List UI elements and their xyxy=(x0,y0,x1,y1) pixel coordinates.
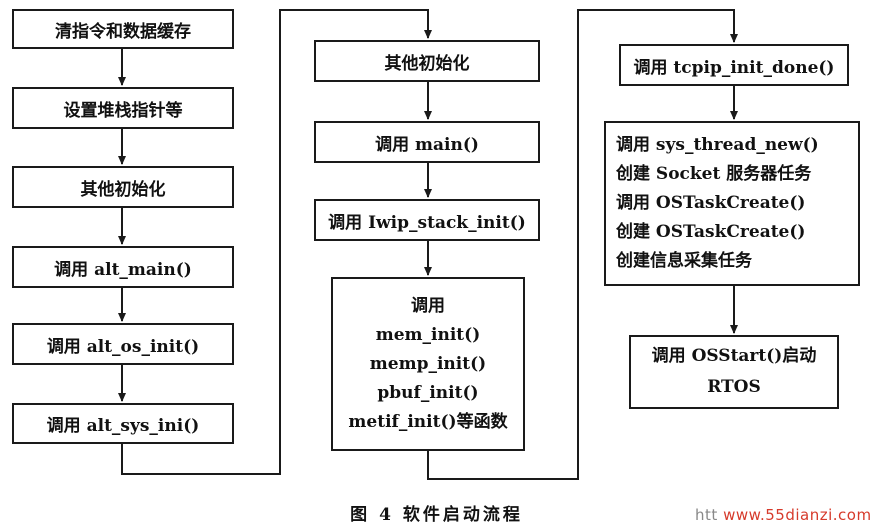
tasks-line-3: 调用 OSTaskCreate() xyxy=(616,193,806,213)
init-functions-line-1: 调用 xyxy=(411,295,445,316)
step-call-alt-sys-ini: 调用 alt_sys_ini() xyxy=(12,403,234,444)
watermark-prefix: htt xyxy=(695,506,718,524)
step-call-init-functions: 调用 mem_init() memp_init() pbuf_init() me… xyxy=(331,277,525,451)
start-rtos-line-2: RTOS xyxy=(707,377,761,397)
tasks-line-5: 创建信息采集任务 xyxy=(616,251,752,271)
step-clear-cache-label: 清指令和数据缓存 xyxy=(55,21,191,42)
step-other-init-1: 其他初始化 xyxy=(12,166,234,208)
tasks-line-4: 创建 OSTaskCreate() xyxy=(616,222,806,242)
step-call-lwip-stack-init-label: 调用 Iwip_stack_init() xyxy=(328,212,526,233)
step-create-tasks: 调用 sys_thread_new() 创建 Socket 服务器任务 调用 O… xyxy=(604,121,860,286)
step-call-main: 调用 main() xyxy=(314,121,540,163)
step-call-alt-os-init: 调用 alt_os_init() xyxy=(12,323,234,365)
step-call-tcpip-init-done-label: 调用 tcpip_init_done() xyxy=(633,57,835,78)
watermark-url: www.55dianzi.com xyxy=(723,506,872,524)
watermark: htt www.55dianzi.com xyxy=(695,506,872,524)
step-call-alt-sys-ini-label: 调用 alt_sys_ini() xyxy=(46,416,200,436)
connector-c1-to-c2 xyxy=(121,9,432,475)
init-functions-line-2: mem_init() xyxy=(375,324,481,345)
start-rtos-line-1: 调用 OSStart()启动 xyxy=(651,346,817,366)
step-call-main-label: 调用 main() xyxy=(375,134,479,155)
figure-caption: 图 4 软件启动流程 xyxy=(350,505,523,525)
step-call-tcpip-init-done: 调用 tcpip_init_done() xyxy=(619,44,849,86)
step-clear-cache: 清指令和数据缓存 xyxy=(12,9,234,49)
step-call-alt-main-label: 调用 alt_main() xyxy=(54,259,192,280)
init-functions-line-3: memp_init() xyxy=(369,353,487,374)
tasks-line-2: 创建 Socket 服务器任务 xyxy=(616,164,812,184)
step-call-lwip-stack-init: 调用 Iwip_stack_init() xyxy=(314,199,540,241)
init-functions-line-5: metif_init()等函数 xyxy=(348,411,508,432)
step-set-stack-pointer-label: 设置堆栈指针等 xyxy=(63,100,183,121)
init-functions-line-4: pbuf_init() xyxy=(377,382,479,403)
connector-c2-to-c3 xyxy=(427,9,738,480)
step-other-init-2: 其他初始化 xyxy=(314,40,540,82)
step-other-init-1-label: 其他初始化 xyxy=(80,179,166,200)
step-start-rtos: 调用 OSStart()启动 RTOS xyxy=(629,335,839,409)
step-call-alt-main: 调用 alt_main() xyxy=(12,246,234,288)
step-set-stack-pointer: 设置堆栈指针等 xyxy=(12,87,234,129)
tasks-line-1: 调用 sys_thread_new() xyxy=(616,135,819,155)
step-other-init-2-label: 其他初始化 xyxy=(384,53,470,74)
step-call-alt-os-init-label: 调用 alt_os_init() xyxy=(46,336,200,357)
